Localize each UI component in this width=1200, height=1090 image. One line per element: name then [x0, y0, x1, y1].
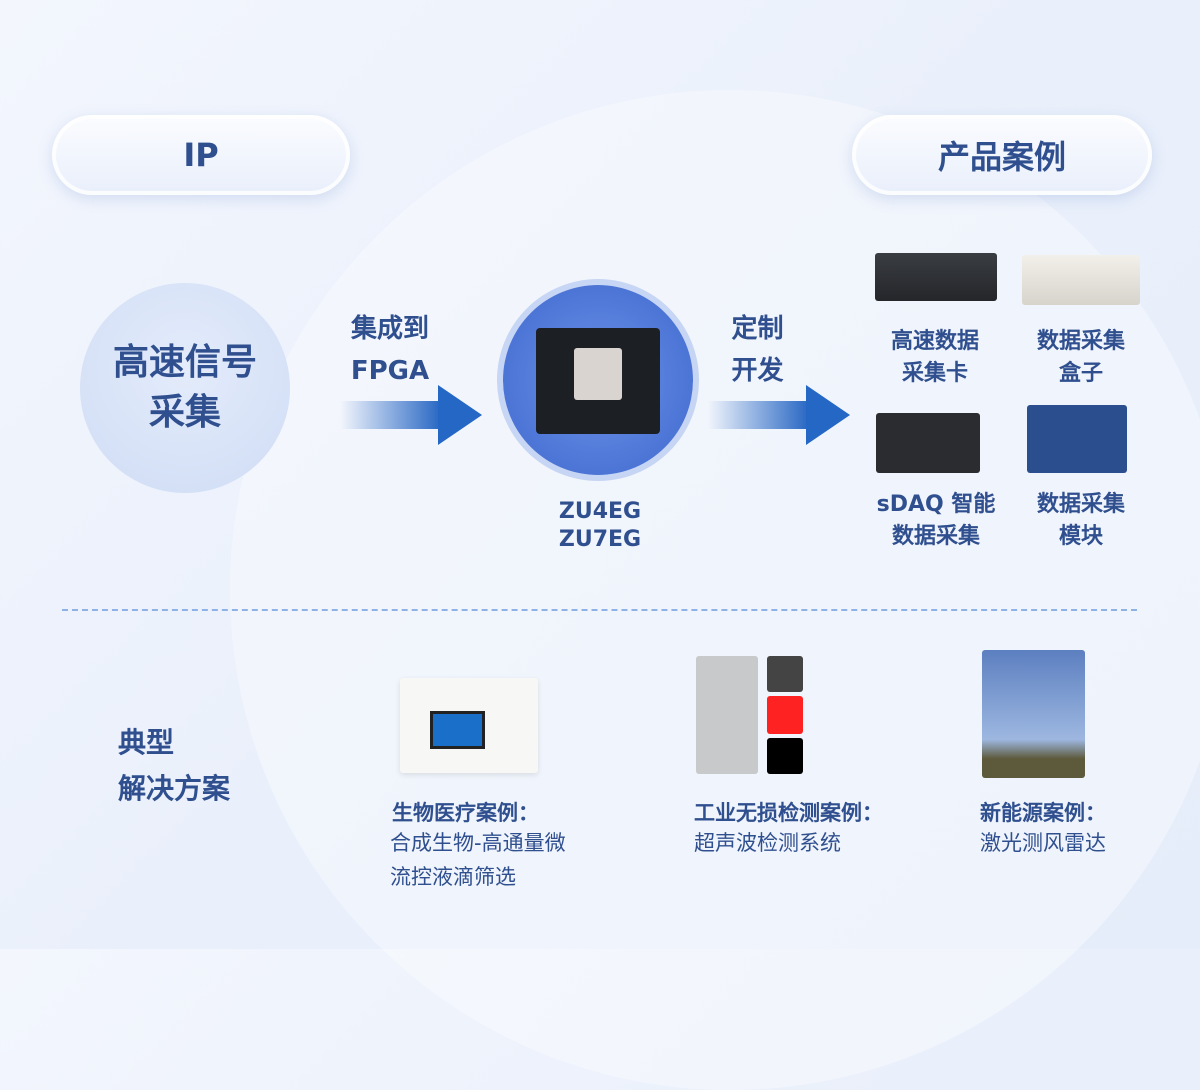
sdaq-chassis-image	[876, 413, 980, 473]
bubble-line1: 高速信号	[112, 342, 257, 383]
product-2-line2: 盒子	[1058, 361, 1103, 386]
case-bio-desc-1: 合成生物-高通量微	[390, 831, 566, 855]
custom-dev-label: 定制开发	[715, 308, 800, 392]
case-bio-title: 生物医疗案例：	[392, 801, 539, 825]
product-1-line1: 高速数据	[890, 329, 979, 354]
chip-model-2: ZU7EG	[558, 527, 642, 552]
wind-lidar-image	[982, 650, 1085, 778]
scan-image-2	[767, 696, 803, 734]
product-2-line1: 数据采集	[1036, 329, 1125, 354]
scan-image-3	[767, 738, 803, 774]
bubble-line2: 采集	[148, 392, 221, 433]
background-circle	[230, 90, 1200, 1090]
chip-model-1: ZU4EG	[558, 499, 642, 524]
case-bio-desc-2: 流控液滴筛选	[390, 865, 516, 889]
product-4-line2: 模块	[1058, 524, 1103, 549]
chip-models: ZU4EG ZU7EG	[540, 498, 660, 554]
integrate-line1: 集成到	[350, 314, 429, 344]
ip-header-text: IP	[183, 136, 219, 174]
solutions-line1: 典型	[118, 726, 175, 759]
case-energy-title: 新能源案例：	[980, 801, 1106, 825]
product-3-line1: sDAQ 智能	[876, 492, 996, 517]
scan-image-1	[767, 656, 803, 692]
solutions-label: 典型解决方案	[118, 720, 230, 812]
case-bio-desc: 合成生物-高通量微流控液滴筛选	[390, 826, 566, 894]
acquisition-module-image	[1027, 405, 1127, 473]
section-divider	[62, 609, 1137, 611]
ip-header: IP	[52, 115, 350, 195]
products-header: 产品案例	[852, 115, 1152, 195]
case-energy-desc: 激光测风雷达	[980, 831, 1106, 855]
integrate-line2: FPGA	[350, 356, 430, 386]
product-1-line2: 采集卡	[901, 361, 968, 386]
product-2: 数据采集盒子	[1016, 326, 1146, 390]
acquisition-card-image	[875, 253, 997, 301]
acquisition-box-image	[1022, 255, 1140, 305]
product-3-line2: 数据采集	[891, 524, 980, 549]
product-4: 数据采集模块	[1016, 489, 1146, 553]
custom-dev-line1: 定制	[731, 314, 784, 344]
product-1: 高速数据采集卡	[870, 326, 1000, 390]
case-ndt-desc: 超声波检测系统	[694, 831, 841, 855]
custom-dev-line2: 开发	[731, 356, 784, 386]
bio-device-image	[400, 678, 538, 773]
products-header-text: 产品案例	[937, 138, 1066, 176]
product-3: sDAQ 智能数据采集	[866, 489, 1006, 553]
integrate-label: 集成到 FPGA	[335, 308, 445, 392]
fpga-board-image	[503, 285, 693, 475]
arrow-right-icon	[340, 385, 482, 445]
arrow-right-icon	[708, 385, 850, 445]
signal-acquisition-bubble: 高速信号采集	[80, 283, 290, 493]
ultrasonic-equipment-image	[696, 656, 758, 774]
case-ndt-title: 工业无损检测案例：	[694, 801, 883, 825]
solutions-line2: 解决方案	[118, 772, 231, 805]
product-4-line1: 数据采集	[1036, 492, 1125, 517]
